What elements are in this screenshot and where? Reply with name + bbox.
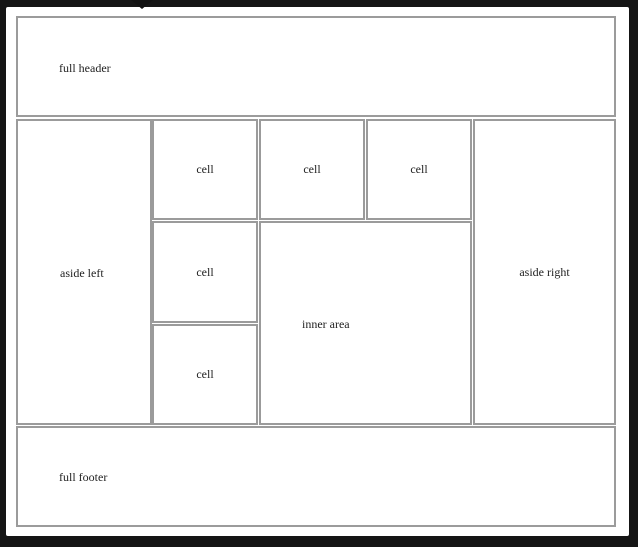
cell-1: cell (152, 119, 258, 220)
full-footer-region: full footer (16, 426, 616, 527)
inner-area-label: inner area (302, 317, 350, 331)
cell-label: cell (196, 162, 214, 176)
cell-label: cell (410, 162, 428, 176)
full-header-label: full header (59, 61, 111, 75)
aside-left-region: aside left (16, 119, 152, 425)
aside-right-region: aside right (473, 119, 616, 425)
cell-5: cell (152, 324, 258, 425)
cell-3: cell (366, 119, 472, 220)
aside-left-label: aside left (60, 266, 104, 280)
full-header-region: full header (16, 16, 616, 117)
cell-label: cell (196, 367, 214, 381)
cell-2: cell (259, 119, 365, 220)
aside-right-label: aside right (519, 264, 570, 279)
inner-area-region: inner area (259, 221, 472, 425)
window-notch (131, 0, 153, 9)
cell-label: cell (303, 162, 321, 176)
full-footer-label: full footer (59, 470, 108, 484)
layout-frame: full header aside left cell cell cell ce… (6, 7, 629, 536)
cell-label: cell (196, 264, 214, 279)
cell-4: cell (152, 221, 258, 323)
